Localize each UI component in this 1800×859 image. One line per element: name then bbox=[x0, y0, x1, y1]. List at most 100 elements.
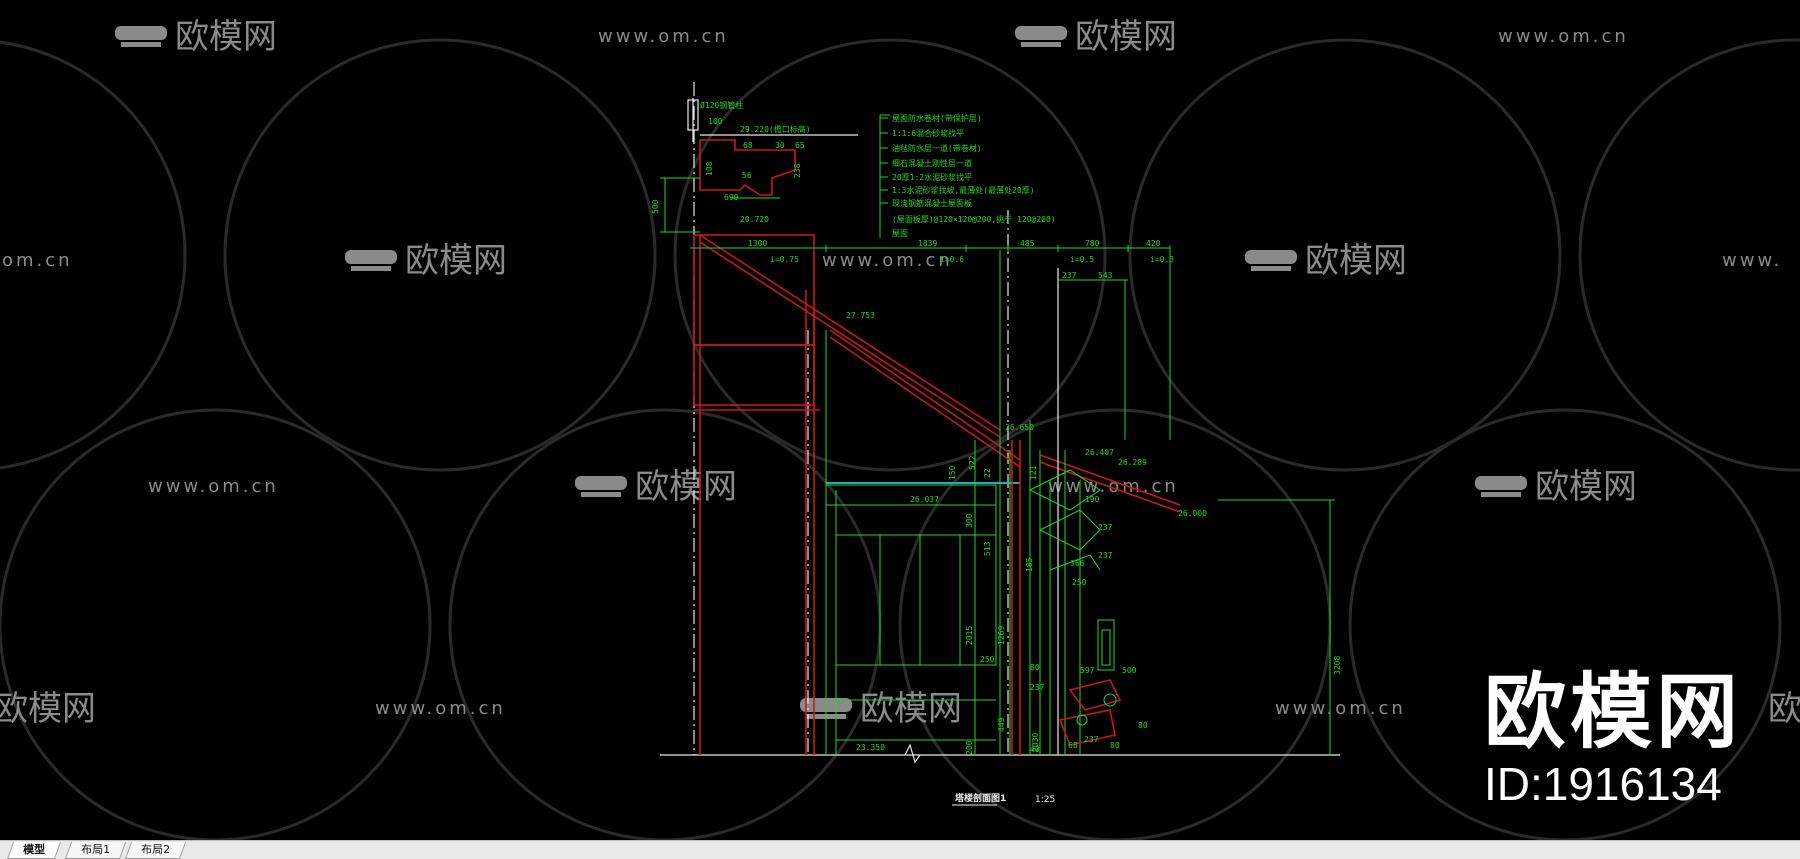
svg-text:420: 420 bbox=[1146, 239, 1161, 248]
svg-text:80: 80 bbox=[1110, 741, 1120, 750]
svg-text:20.720: 20.720 bbox=[740, 215, 769, 224]
svg-text:26.650: 26.650 bbox=[1005, 423, 1034, 432]
svg-text:780: 780 bbox=[1085, 239, 1100, 248]
svg-text:26.407: 26.407 bbox=[1085, 448, 1114, 457]
svg-text:om.cn: om.cn bbox=[2, 250, 73, 271]
svg-text:237: 237 bbox=[1098, 523, 1113, 532]
svg-text:237: 237 bbox=[1030, 683, 1045, 692]
brand-overlay: 欧模网 ID:1916134 bbox=[1483, 665, 1742, 811]
svg-text:www.om.cn: www.om.cn bbox=[1498, 26, 1629, 47]
svg-text:366: 366 bbox=[1070, 559, 1085, 568]
watermark-logo: 欧模网 bbox=[1015, 17, 1177, 57]
svg-text:250: 250 bbox=[1072, 578, 1087, 587]
watermark-logo: 欧模网 bbox=[1475, 467, 1637, 507]
tab-layout2[interactable]: 布局2 bbox=[124, 842, 187, 859]
svg-text:449: 449 bbox=[997, 717, 1006, 732]
svg-text:27.753: 27.753 bbox=[846, 311, 875, 320]
svg-text:65: 65 bbox=[795, 141, 805, 150]
svg-text:2030: 2030 bbox=[1031, 733, 1040, 752]
watermark-logo: 欧模网 bbox=[800, 689, 962, 729]
svg-text:80: 80 bbox=[1030, 663, 1040, 672]
svg-text:3208: 3208 bbox=[1333, 656, 1342, 675]
watermark-logo: 欧模网 bbox=[1245, 241, 1407, 281]
svg-text:欧: 欧 bbox=[1768, 689, 1800, 729]
tab-layout1[interactable]: 布局1 bbox=[64, 842, 127, 859]
drawing-scale: 1:25 bbox=[1035, 795, 1055, 805]
svg-text:185: 185 bbox=[1025, 557, 1034, 572]
svg-text:23.350: 23.350 bbox=[856, 743, 885, 752]
watermark-logo: 欧模网 bbox=[575, 467, 737, 507]
svg-text:欧模网: 欧模网 bbox=[405, 241, 507, 281]
watermark-circles bbox=[0, 38, 1800, 840]
svg-text:i=0.3: i=0.3 bbox=[1150, 255, 1174, 264]
dimension-texts: Ø120钢管柱 100 29.220(檐口标高) 68 30 65 108 56… bbox=[651, 100, 1342, 755]
drawing-title-block: 塔楼剖面图1 1:25 bbox=[952, 792, 1055, 806]
svg-text:2015: 2015 bbox=[965, 626, 974, 645]
svg-text:1:3水泥砂浆找坡,最薄处(最薄处20厚): 1:3水泥砂浆找坡,最薄处(最薄处20厚) bbox=[892, 185, 1035, 195]
svg-text:68: 68 bbox=[1068, 741, 1078, 750]
cad-model-viewport[interactable]: 欧模网 www.om.cn 欧模网 www.om.cn om.cn 欧模网 ww… bbox=[0, 0, 1800, 840]
section-drawing bbox=[660, 82, 1340, 764]
svg-text:1:1:6混合砂浆找平: 1:1:6混合砂浆找平 bbox=[892, 128, 964, 138]
svg-text:300: 300 bbox=[965, 513, 974, 528]
cad-drawing: 欧模网 www.om.cn 欧模网 www.om.cn om.cn 欧模网 ww… bbox=[0, 17, 1800, 840]
svg-text:屋面: 屋面 bbox=[892, 229, 908, 238]
svg-text:欧模网: 欧模网 bbox=[0, 689, 96, 729]
svg-text:www.om.cn: www.om.cn bbox=[375, 698, 506, 719]
watermark-texts: 欧模网 www.om.cn 欧模网 www.om.cn om.cn 欧模网 ww… bbox=[0, 17, 1800, 729]
svg-text:Ø120钢管柱: Ø120钢管柱 bbox=[700, 100, 743, 110]
svg-text:100: 100 bbox=[708, 117, 723, 126]
svg-text:油毡防水层一道(带卷材): 油毡防水层一道(带卷材) bbox=[892, 143, 982, 153]
svg-text:68: 68 bbox=[743, 141, 753, 150]
svg-text:56: 56 bbox=[742, 171, 752, 180]
svg-text:i=0.6: i=0.6 bbox=[940, 255, 964, 264]
svg-text:屋面防水卷材(带保护层): 屋面防水卷材(带保护层) bbox=[892, 113, 982, 123]
svg-text:i=0.5: i=0.5 bbox=[1070, 255, 1094, 264]
svg-text:细石混凝土刚性层一道: 细石混凝土刚性层一道 bbox=[892, 158, 972, 168]
svg-text:238: 238 bbox=[793, 163, 802, 178]
svg-text:1269: 1269 bbox=[997, 626, 1006, 645]
watermark-logo: 欧模网 bbox=[115, 17, 277, 57]
svg-text:485: 485 bbox=[1020, 239, 1035, 248]
svg-text:40: 40 bbox=[1030, 745, 1040, 754]
svg-text:30: 30 bbox=[775, 141, 785, 150]
svg-text:欧模网: 欧模网 bbox=[860, 689, 962, 729]
construction-notes: 屋面防水卷材(带保护层) 1:1:6混合砂浆找平 油毡防水层一道(带卷材) 细石… bbox=[880, 113, 1056, 238]
svg-text:513: 513 bbox=[983, 541, 992, 556]
svg-text:237: 237 bbox=[1084, 735, 1099, 744]
svg-text:26.000: 26.000 bbox=[1178, 509, 1207, 518]
svg-text:www.om.cn: www.om.cn bbox=[1275, 698, 1406, 719]
svg-text:欧模网: 欧模网 bbox=[635, 467, 737, 507]
svg-text:www.om.cn: www.om.cn bbox=[822, 250, 953, 271]
svg-text:www.om.cn: www.om.cn bbox=[148, 476, 279, 497]
svg-text:1839: 1839 bbox=[918, 239, 937, 248]
svg-text:26.289: 26.289 bbox=[1118, 458, 1147, 467]
svg-text:80: 80 bbox=[1138, 721, 1148, 730]
svg-text:543: 543 bbox=[1098, 271, 1113, 280]
svg-text:121: 121 bbox=[1029, 465, 1038, 480]
watermark-logo: 欧模网 bbox=[345, 241, 507, 281]
svg-text:29.220(檐口标高): 29.220(檐口标高) bbox=[740, 124, 811, 134]
svg-text:26.037: 26.037 bbox=[910, 495, 939, 504]
layout-tab-bar: 模型 布局1 布局2 bbox=[0, 840, 1800, 859]
svg-text:www.om.cn: www.om.cn bbox=[1048, 476, 1179, 497]
brand-name: 欧模网 bbox=[1483, 665, 1742, 760]
svg-text:500: 500 bbox=[1122, 666, 1137, 675]
svg-text:欧模网: 欧模网 bbox=[1535, 467, 1637, 507]
tab-model[interactable]: 模型 bbox=[6, 842, 62, 859]
svg-text:22: 22 bbox=[983, 468, 992, 478]
svg-text:www.: www. bbox=[1722, 250, 1782, 271]
svg-text:www.om.cn: www.om.cn bbox=[598, 26, 729, 47]
svg-text:1300: 1300 bbox=[748, 239, 767, 248]
svg-text:237: 237 bbox=[1062, 271, 1077, 280]
svg-text:108: 108 bbox=[705, 161, 714, 176]
svg-text:237: 237 bbox=[1098, 551, 1113, 560]
svg-text:150: 150 bbox=[948, 465, 957, 480]
svg-text:欧模网: 欧模网 bbox=[1075, 17, 1177, 57]
svg-text:597: 597 bbox=[1080, 666, 1095, 675]
svg-text:欧模网: 欧模网 bbox=[175, 17, 277, 57]
svg-text:500: 500 bbox=[651, 199, 660, 214]
svg-text:190: 190 bbox=[1085, 495, 1100, 504]
svg-text:20厚1:2水泥砂浆找平: 20厚1:2水泥砂浆找平 bbox=[892, 172, 972, 182]
model-id-label: ID:1916134 bbox=[1483, 758, 1722, 810]
